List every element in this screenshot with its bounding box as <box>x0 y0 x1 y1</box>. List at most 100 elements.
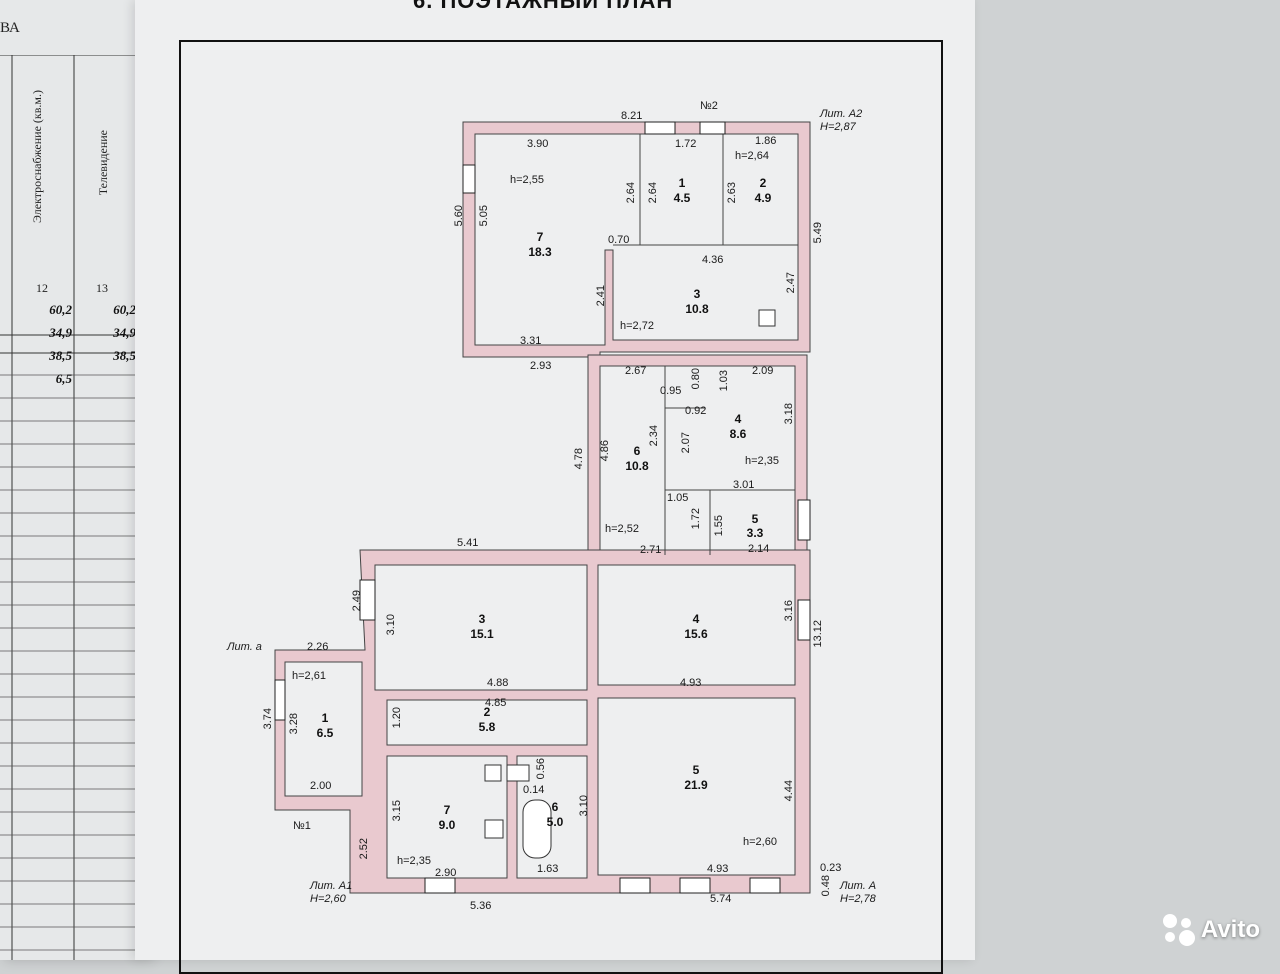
avito-logo-icon <box>1162 914 1195 946</box>
dim-label: 3.16 <box>783 600 795 622</box>
room-a1-7-height: h=2,35 <box>397 855 431 867</box>
dim-label: 3.15 <box>391 800 403 822</box>
dim-label: 2.67 <box>625 365 647 377</box>
dim-label: 5.36 <box>470 900 492 912</box>
plan-title: 6. ПОЭТАЖНЫЙ ПЛАН <box>413 0 674 13</box>
dim-label: 2.14 <box>748 543 770 555</box>
dim-label: 2.93 <box>530 360 552 372</box>
dim-label: 2.64 <box>647 182 659 204</box>
room-a2-3-height: h=2,72 <box>620 320 654 332</box>
dim-label: 4.36 <box>702 254 724 266</box>
room-a-5-number: 5 <box>692 763 700 777</box>
dim-label: 1.86 <box>755 135 777 147</box>
room-mid-6-number: 6 <box>633 444 641 458</box>
room-a-3-area: 15.1 <box>470 627 494 641</box>
dim-label: 5.60 <box>453 205 465 227</box>
left-table-grid <box>0 55 150 960</box>
room-a1-7-area: 9.0 <box>438 818 456 832</box>
room-mid-4-area: 8.6 <box>729 427 747 441</box>
dim-label: 2.41 <box>595 285 607 307</box>
dim-label: 3.28 <box>288 713 300 735</box>
dim-label: 3.01 <box>733 479 755 491</box>
cell-r2-c13: 34,9 <box>113 325 136 340</box>
cell-r3-c12: 38,5 <box>49 348 72 363</box>
room-a-1-area: 6.5 <box>316 726 334 740</box>
dim-label: 2.52 <box>358 838 370 860</box>
dim-label: 3.90 <box>527 138 549 150</box>
unit-no1-label: №1 <box>293 820 311 832</box>
dim-label: 2.47 <box>785 272 797 294</box>
room-a-4-number: 4 <box>692 612 700 626</box>
avito-watermark: Avito <box>1162 914 1260 946</box>
dim-label: 2.63 <box>726 182 738 204</box>
dim-label: 2.00 <box>310 780 332 792</box>
dim-label: 0.56 <box>535 758 547 780</box>
room-a-4-area: 15.6 <box>684 627 708 641</box>
dim-label: 4.44 <box>783 780 795 802</box>
lit-a2-label: Лит. А2 <box>820 108 863 120</box>
dim-label: 4.85 <box>485 697 507 709</box>
dim-label: 0.70 <box>608 234 630 246</box>
room-a-2-area: 5.8 <box>478 720 496 734</box>
room-mid-5-number: 5 <box>751 512 759 526</box>
dim-label: 2.90 <box>435 867 457 879</box>
cell-r4-c12: 6,5 <box>55 371 72 386</box>
dim-label: 0.95 <box>660 385 682 397</box>
room-mid-6-area: 10.8 <box>625 459 649 473</box>
col-index-12: 12 <box>36 281 48 295</box>
room-a2-1-area: 4.5 <box>673 191 691 205</box>
cell-r3-c13: 38,5 <box>113 348 136 363</box>
dim-label: 5.74 <box>710 893 732 905</box>
dim-label: 3.74 <box>262 708 274 730</box>
dim-label: 4.93 <box>680 677 702 689</box>
dim-label: 4.78 <box>573 448 585 470</box>
dim-label: 1.72 <box>690 508 702 530</box>
dim-label: 3.31 <box>520 335 542 347</box>
header-electricity: Электроснабжение (кв.м.) <box>30 90 44 224</box>
room-a2-2-height: h=2,64 <box>735 150 769 162</box>
room-a2-3-area: 10.8 <box>685 302 709 316</box>
room-a-3-number: 3 <box>478 612 486 626</box>
dim-label: 2.71 <box>640 544 662 556</box>
room-mid-6-height: h=2,52 <box>605 523 639 535</box>
floor-plan-sheet: 6. ПОЭТАЖНЫЙ ПЛАН <box>135 0 975 974</box>
dim-label: 3.18 <box>783 403 795 425</box>
room-a1-6-number: 6 <box>551 800 559 814</box>
room-a2-1-number: 1 <box>678 176 686 190</box>
room-a-5-height: h=2,60 <box>743 836 777 848</box>
room-a2-7-height: h=2,55 <box>510 174 544 186</box>
dim-label: 2.64 <box>625 182 637 204</box>
dim-label: 4.88 <box>487 677 509 689</box>
dim-label: 4.86 <box>599 440 611 462</box>
dim-label: 0.80 <box>690 368 702 390</box>
floor-plan-drawing <box>274 121 811 894</box>
lit-a-height: Н=2,78 <box>840 893 876 905</box>
room-a1-7-number: 7 <box>443 803 451 817</box>
cell-r1-c13: 60,2 <box>113 302 136 317</box>
dim-label: 5.05 <box>478 205 490 227</box>
dim-label: 0.14 <box>523 784 545 796</box>
dim-label: 2.07 <box>680 432 692 454</box>
lit-a1-label: Лит. А1 <box>310 880 353 892</box>
lit-a-label: Лит. А <box>840 880 877 892</box>
cell-r2-c12: 34,9 <box>49 325 72 340</box>
lit-a2-height: Н=2,87 <box>820 121 856 133</box>
dim-label: 1.05 <box>667 492 689 504</box>
room-a-2-number: 2 <box>483 705 491 719</box>
room-a-1-height: h=2,61 <box>292 670 326 682</box>
dim-label: 5.49 <box>812 222 824 244</box>
dim-label: 0.23 <box>820 862 842 874</box>
dim-label: 4.93 <box>707 863 729 875</box>
room-a1-6-area: 5.0 <box>546 815 564 829</box>
dim-label: 8.21 <box>621 110 643 122</box>
dim-label: 1.03 <box>718 370 730 392</box>
dim-label: 1.55 <box>713 515 725 537</box>
room-a2-3-number: 3 <box>693 287 701 301</box>
room-mid-4-height: h=2,35 <box>745 455 779 467</box>
dim-label: 0.92 <box>685 405 707 417</box>
col-index-13: 13 <box>96 281 108 295</box>
room-a2-2-area: 4.9 <box>754 191 772 205</box>
dim-label: 13.12 <box>812 620 824 648</box>
dim-label: 1.72 <box>675 138 697 150</box>
room-a2-2-number: 2 <box>759 176 767 190</box>
